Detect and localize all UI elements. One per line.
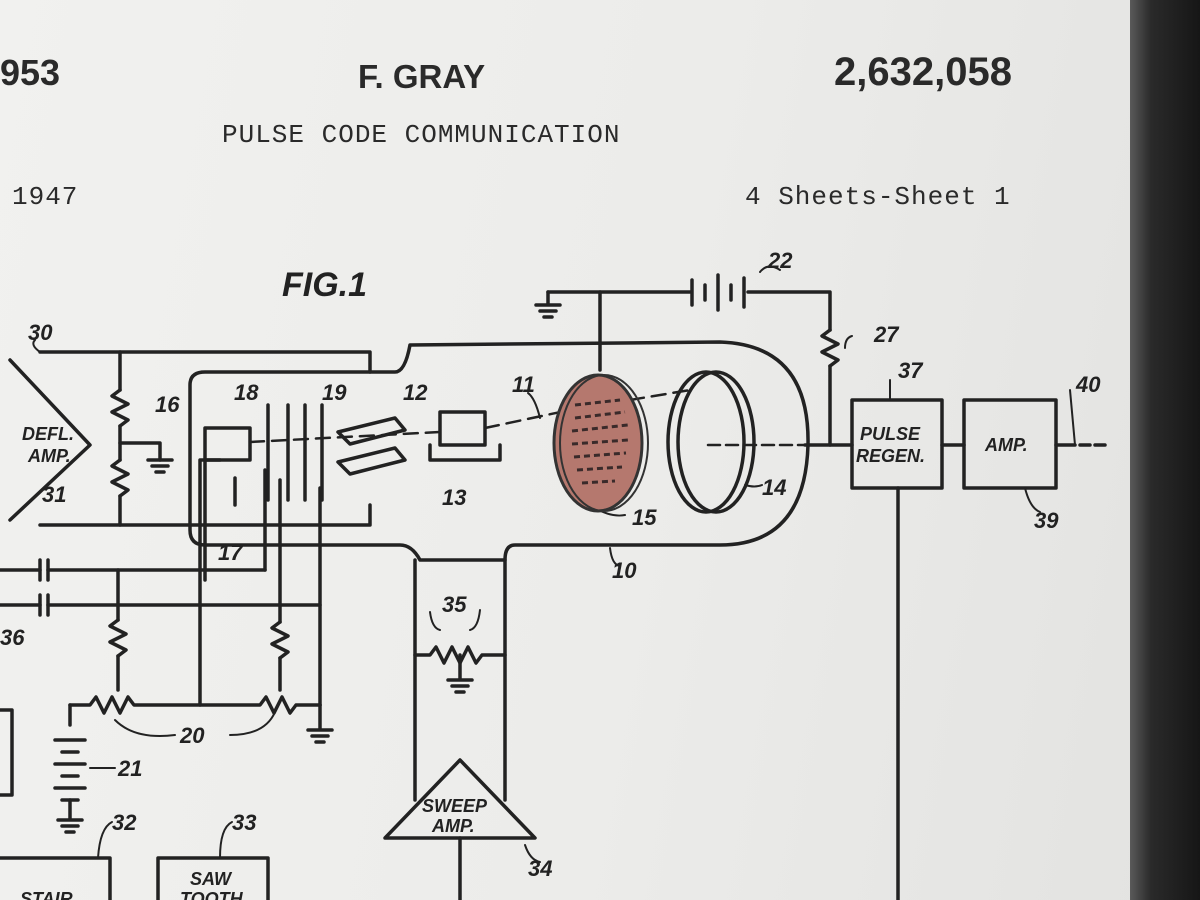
patent-sheet: 953 F. GRAY 2,632,058 PULSE CODE COMMUNI… [0, 0, 1150, 900]
ref-27: 27 [873, 322, 900, 347]
amp-label: AMP. [984, 435, 1028, 455]
ref-32: 32 [112, 810, 137, 835]
ref-37: 37 [898, 358, 924, 383]
ref-11: 11 [512, 372, 535, 397]
stair-label: STAIR [20, 889, 73, 900]
figure-caption: FIG.1 [282, 266, 367, 304]
header-patent-number: 2,632,058 [834, 50, 1012, 94]
pulse-regen-label-1: PULSE [860, 424, 921, 444]
target-plate [552, 373, 644, 513]
code-pattern [571, 398, 629, 485]
header-inventor: F. GRAY [358, 58, 486, 95]
ref-20: 20 [179, 723, 205, 748]
header-title: PULSE CODE COMMUNICATION [222, 120, 621, 150]
ref-35: 35 [442, 592, 467, 617]
pulse-regen-label-2: REGEN. [856, 446, 925, 466]
ref-19: 19 [322, 380, 347, 405]
ref-16: 16 [155, 392, 180, 417]
ref-10: 10 [612, 558, 637, 583]
saw-tooth-label-1: SAW [190, 869, 233, 889]
header-year: 953 [0, 52, 61, 93]
tube-envelope [188, 340, 810, 562]
ref-21: 21 [117, 756, 142, 781]
ref-30: 30 [28, 320, 53, 345]
circuit-diagram: DEFL. AMP. PULSE REGEN. AMP. SWEEP AMP. … [0, 248, 1101, 900]
device-edge [1130, 0, 1200, 900]
defl-amp-triangle [8, 358, 92, 522]
ref-15: 15 [632, 505, 657, 530]
ref-17: 17 [218, 540, 244, 565]
ref-31: 31 [42, 482, 66, 507]
ref-36: 36 [0, 625, 25, 650]
ref-22: 22 [767, 248, 793, 273]
ref-18: 18 [234, 380, 259, 405]
header-filing-year: 1947 [12, 182, 79, 212]
sweep-amp-label-1: SWEEP [422, 796, 488, 816]
saw-tooth-label-2: TOOTH [180, 889, 244, 900]
ref-40: 40 [1075, 372, 1101, 397]
ref-14: 14 [762, 475, 786, 500]
ref-12: 12 [403, 380, 428, 405]
ref-34: 34 [528, 856, 552, 881]
defl-amp-label-2: AMP. [27, 446, 71, 466]
ref-33: 33 [232, 810, 256, 835]
sweep-amp-label-2: AMP. [431, 816, 475, 836]
header-sheet-info: 4 Sheets-Sheet 1 [745, 182, 1011, 212]
ref-39: 39 [1034, 508, 1059, 533]
ref-13: 13 [442, 485, 466, 510]
defl-amp-label-1: DEFL. [22, 424, 74, 444]
